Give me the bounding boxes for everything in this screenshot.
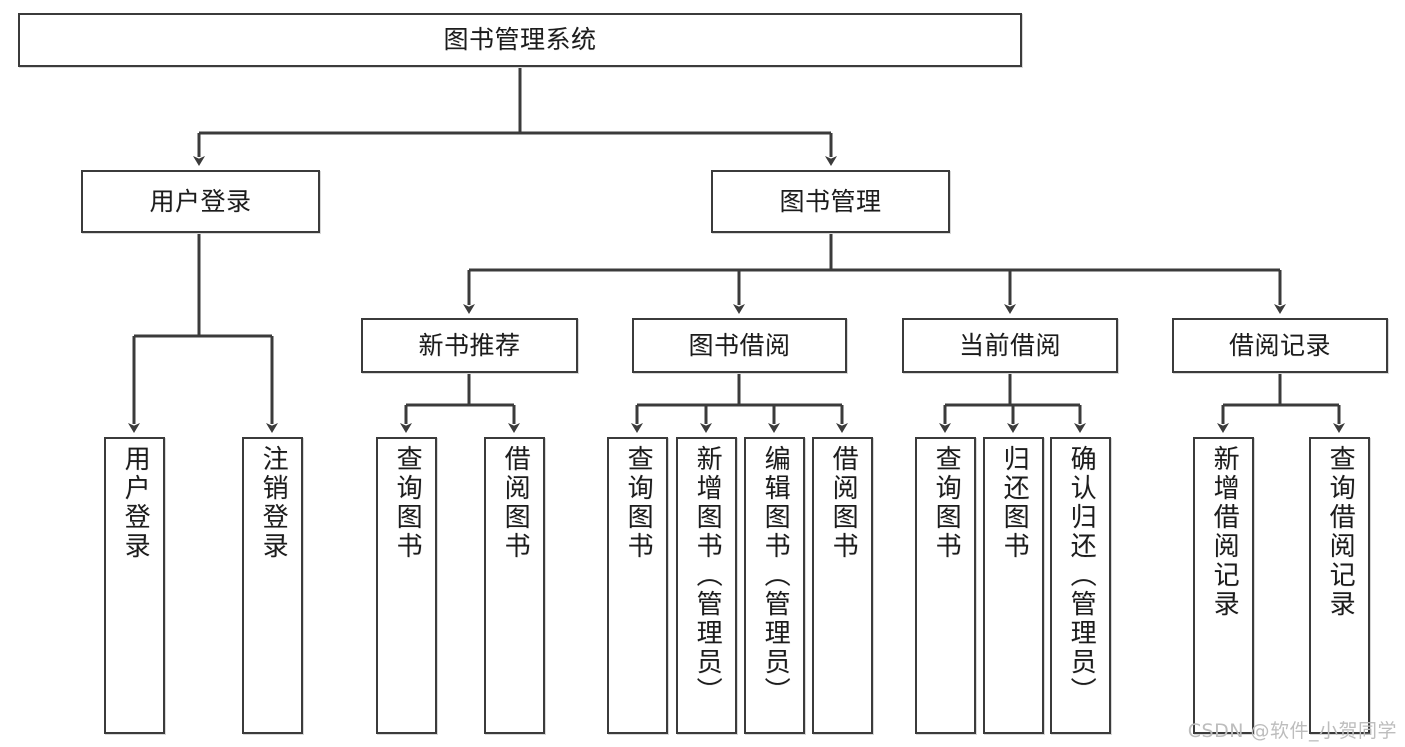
leaf-user-login-signin[interactable]: 用户登录	[104, 437, 165, 734]
node-label: 归还图书	[999, 445, 1030, 561]
node-label: 新增借阅记录	[1209, 445, 1240, 619]
leaf-book-borrow-add[interactable]: 新增图书（管理员）	[676, 437, 737, 734]
leaf-current-borrow-confirm-return[interactable]: 确认归还（管理员）	[1050, 437, 1111, 734]
node-user-login[interactable]: 用户登录	[81, 170, 320, 233]
node-label: 当前借阅	[958, 330, 1061, 360]
node-label: 确认归还（管理员）	[1066, 445, 1097, 706]
node-current-borrow[interactable]: 当前借阅	[902, 318, 1118, 373]
node-new-book-recommend[interactable]: 新书推荐	[361, 318, 578, 373]
node-book-borrow[interactable]: 图书借阅	[632, 318, 847, 373]
leaf-new-book-query[interactable]: 查询图书	[376, 437, 437, 734]
node-label: 图书管理系统	[443, 25, 597, 55]
leaf-book-borrow-edit[interactable]: 编辑图书（管理员）	[744, 437, 805, 734]
node-label: 查询图书	[623, 445, 654, 561]
watermark: CSDN @软件_小贺同学	[1187, 720, 1397, 742]
leaf-user-login-signout[interactable]: 注销登录	[242, 437, 303, 734]
node-label: 编辑图书（管理员）	[760, 445, 791, 706]
node-label: 新增图书（管理员）	[692, 445, 723, 706]
leaf-borrow-record-add[interactable]: 新增借阅记录	[1193, 437, 1254, 734]
node-label: 借阅图书	[828, 445, 859, 561]
node-label: 用户登录	[120, 445, 151, 561]
leaf-borrow-record-query[interactable]: 查询借阅记录	[1309, 437, 1370, 734]
node-book-management[interactable]: 图书管理	[711, 170, 950, 233]
node-label: 图书管理	[779, 186, 882, 216]
leaf-current-borrow-return[interactable]: 归还图书	[983, 437, 1044, 734]
node-label: 借阅图书	[500, 445, 531, 561]
node-label: 查询图书	[931, 445, 962, 561]
leaf-current-borrow-query[interactable]: 查询图书	[915, 437, 976, 734]
leaf-book-borrow-query[interactable]: 查询图书	[607, 437, 668, 734]
node-label: 新书推荐	[418, 330, 521, 360]
node-label: 图书借阅	[688, 330, 791, 360]
leaf-new-book-borrow[interactable]: 借阅图书	[484, 437, 545, 734]
node-label: 查询借阅记录	[1325, 445, 1356, 619]
node-root-system[interactable]: 图书管理系统	[18, 13, 1022, 67]
node-label: 查询图书	[392, 445, 423, 561]
node-borrow-record[interactable]: 借阅记录	[1172, 318, 1388, 373]
leaf-book-borrow-borrow[interactable]: 借阅图书	[812, 437, 873, 734]
node-label: 用户登录	[149, 186, 252, 216]
node-label: 借阅记录	[1228, 330, 1331, 360]
node-label: 注销登录	[258, 445, 289, 561]
